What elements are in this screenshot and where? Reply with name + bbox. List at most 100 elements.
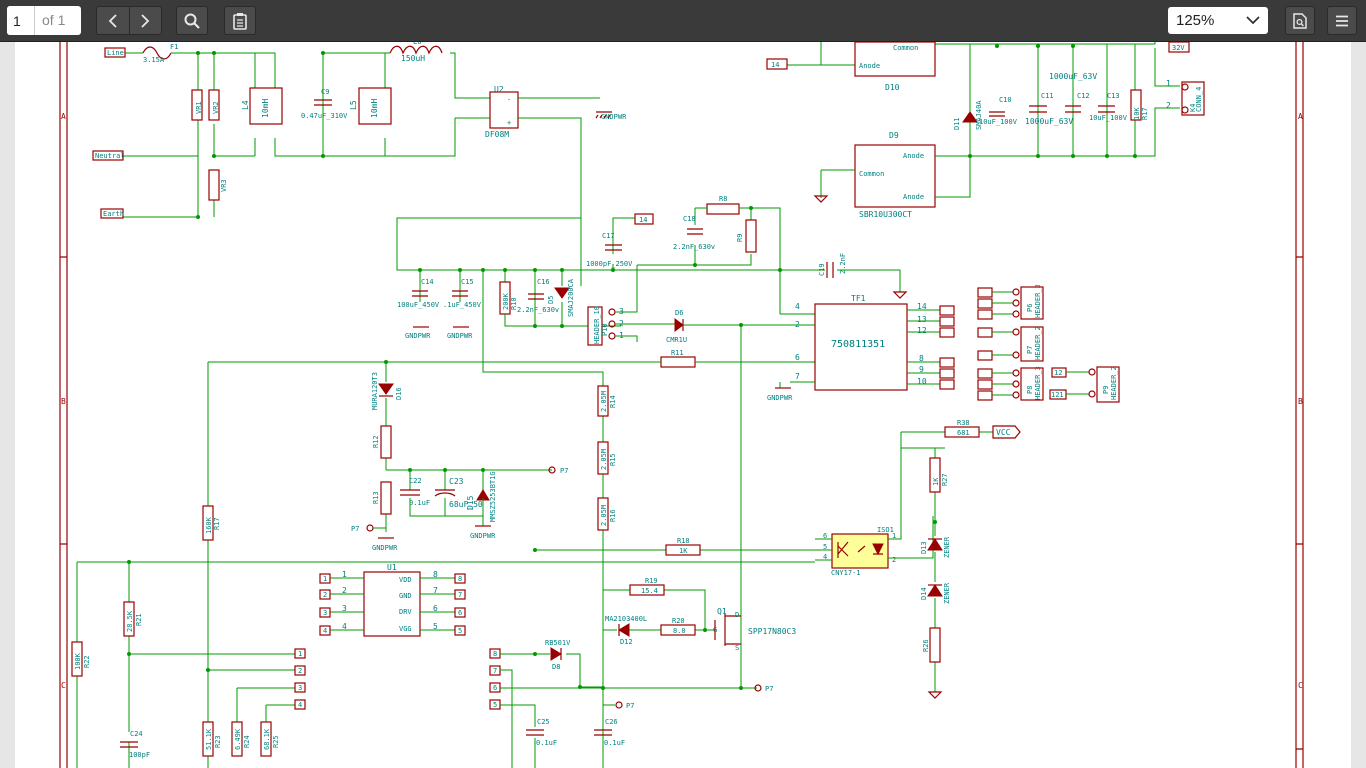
r22-resistor (71, 641, 83, 677)
search-button[interactable] (176, 6, 208, 35)
d6-value: CMR1U (666, 336, 687, 344)
r10-ref: R10 (510, 297, 518, 310)
l5-value: 10mH (370, 99, 379, 118)
c19-ref: C19 (818, 263, 826, 276)
r17-ref: R17 (1141, 107, 1149, 120)
net121-text: 121 (1051, 391, 1064, 399)
d8-ref: D8 (552, 663, 560, 671)
q1-mosfet (714, 614, 741, 646)
r26-resistor (929, 627, 941, 663)
svg-text:1: 1 (892, 532, 896, 540)
r21-value: 28.5K (126, 610, 134, 632)
r8-resistor (706, 203, 740, 215)
r20-resistor (660, 624, 696, 636)
svg-text:+: + (507, 119, 511, 127)
p7-label-3: P7 (626, 702, 634, 710)
c25-ref: C25 (537, 718, 550, 726)
vr1-ref: VR1 (195, 101, 203, 114)
svg-text:2: 2 (795, 320, 800, 329)
document-properties-button[interactable] (1285, 6, 1315, 35)
svg-text:4: 4 (823, 553, 827, 561)
tf1-ref: TF1 (851, 294, 866, 303)
net14-label-top (766, 58, 788, 70)
c14-ref: C14 (421, 278, 434, 286)
d15-value: MMSZ5253BT1G (489, 471, 497, 522)
c22-value: 0.1uF (409, 499, 430, 507)
next-page-button[interactable] (130, 7, 162, 34)
net12-text: 12 (1054, 369, 1062, 377)
hv-divider-section: 2.05M R14 2.05M R15 2.05M R16 160K R17 R… (77, 362, 1021, 768)
p9-header (1096, 366, 1120, 403)
r25-value: 68.1K (263, 728, 271, 750)
svg-text:13: 13 (917, 315, 927, 324)
p9-header-group: 12 121 P9 HEADER_2 (1049, 366, 1120, 403)
l4-inductor (249, 87, 283, 125)
net14-label-mid (634, 213, 654, 225)
r17b-value: 160K (205, 516, 213, 534)
tf1-pin8-label (939, 357, 955, 368)
search-icon (184, 13, 200, 29)
d5-ref: D5 (547, 296, 555, 304)
r14-resistor (597, 385, 609, 417)
tf1-pin10-label (939, 379, 955, 390)
document-viewer[interactable]: .w{stroke:#009900;stroke-width:1;fill:no… (0, 42, 1366, 768)
l6-value: 150uH (401, 54, 425, 63)
neutral-net-label (92, 150, 124, 161)
frame-row-a-left: A (61, 112, 66, 121)
main-menu-button[interactable] (1327, 6, 1357, 35)
l4-ref: L4 (241, 100, 250, 110)
32v-label-text: 32V (1172, 44, 1185, 52)
c11-ref: C11 (1041, 92, 1054, 100)
vcc-label-text: VCC (996, 428, 1011, 437)
k4-value: CONN_4 (1195, 87, 1203, 112)
svg-text:6: 6 (458, 609, 462, 617)
r14-ref: R14 (609, 395, 617, 408)
schematic-page: .w{stroke:#009900;stroke-width:1;fill:no… (15, 42, 1351, 768)
c26-ref: C26 (605, 718, 618, 726)
svg-text:6: 6 (433, 604, 438, 613)
svg-text:4: 4 (298, 701, 302, 709)
svg-text:10: 10 (917, 377, 927, 386)
r27-ref: R27 (941, 473, 949, 486)
tf1-pin14-label (939, 305, 955, 316)
svg-text:6: 6 (795, 353, 800, 362)
output-rectifier-section: 14 Common Anode D10 Common Anode Anode D… (766, 42, 1205, 219)
r15-value: 2.05M (600, 449, 608, 470)
c17-value: 1000pF_250V (586, 260, 633, 268)
svg-text:8: 8 (433, 570, 438, 579)
annotations-button[interactable] (224, 6, 256, 35)
c26-value: 0.1uF (604, 739, 625, 747)
svg-text:4: 4 (323, 627, 327, 635)
svg-text:3: 3 (323, 609, 327, 617)
p7-label-1: P7 (560, 467, 568, 475)
r27-resistor (929, 457, 941, 493)
r24-ref: R24 (243, 735, 251, 748)
frame-row-b-left: B (61, 397, 66, 406)
p7-value: HEADER_2 (1034, 326, 1042, 360)
l6-inductor (389, 45, 443, 55)
r38-value: 681 (957, 429, 970, 437)
c18-capacitor (687, 228, 703, 235)
d13-zener (927, 538, 943, 551)
d10-anode-pin: Anode (859, 62, 880, 70)
c23-ref: C23 (449, 477, 464, 486)
net14-text-mid: 14 (639, 216, 647, 224)
ac-input-section: Line F1 3.15A Neutral Earth VR1 VR2 VR3 … (92, 42, 627, 270)
svg-text:6: 6 (823, 532, 827, 540)
svg-text:-: - (507, 96, 511, 104)
r15-resistor (597, 441, 609, 475)
page-number-input[interactable] (7, 6, 35, 35)
r9-ref: R9 (736, 234, 744, 242)
r13-resistor (380, 481, 392, 515)
svg-text:14: 14 (917, 302, 927, 311)
d9-ref: D9 (889, 131, 899, 140)
zoom-select[interactable]: 125% (1168, 7, 1268, 34)
vr2-ref: VR2 (212, 101, 220, 114)
r21-ref: R21 (135, 613, 143, 626)
r11-resistor (660, 356, 696, 368)
previous-page-button[interactable] (97, 7, 130, 34)
c19-capacitor (826, 262, 834, 278)
